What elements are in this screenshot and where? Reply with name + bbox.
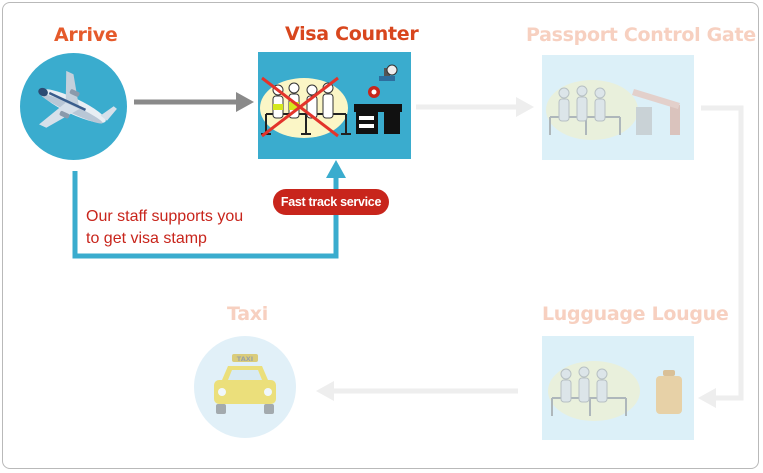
luggage-lounge-box xyxy=(542,336,694,440)
step-title-visa-counter: Visa Counter xyxy=(285,23,419,45)
fast-track-path xyxy=(72,160,346,259)
fast-track-badge: Fast track service xyxy=(273,189,389,215)
step-title-arrive: Arrive xyxy=(54,24,118,46)
visa-counter-box xyxy=(258,52,411,159)
arrow-luggage-to-taxi xyxy=(316,381,518,401)
crossed-out-queue-icon xyxy=(260,64,402,138)
step-title-taxi: Taxi xyxy=(227,303,268,325)
arrow-arrive-to-visa xyxy=(134,92,254,112)
step-title-luggage-lounge: Lugguage Lougue xyxy=(542,303,729,325)
taxi-node: TAXI xyxy=(194,336,296,438)
support-note-line-1: Our staff supports you xyxy=(86,208,244,225)
queue-luggage-icon xyxy=(548,361,682,421)
support-note: Our staff supports you to get visa stamp xyxy=(86,206,243,250)
arrow-passport-to-luggage xyxy=(698,105,744,408)
support-note-line-2: to get visa stamp xyxy=(86,230,207,247)
passport-control-box xyxy=(542,55,694,160)
taxi-icon: TAXI xyxy=(214,354,276,414)
arrive-node xyxy=(20,53,127,160)
step-title-passport-control: Passport Control Gate xyxy=(526,24,756,46)
taxi-sign-label: TAXI xyxy=(237,355,253,363)
queue-gate-icon xyxy=(546,80,680,140)
airplane-icon xyxy=(38,70,117,128)
arrow-visa-to-passport xyxy=(416,97,534,117)
